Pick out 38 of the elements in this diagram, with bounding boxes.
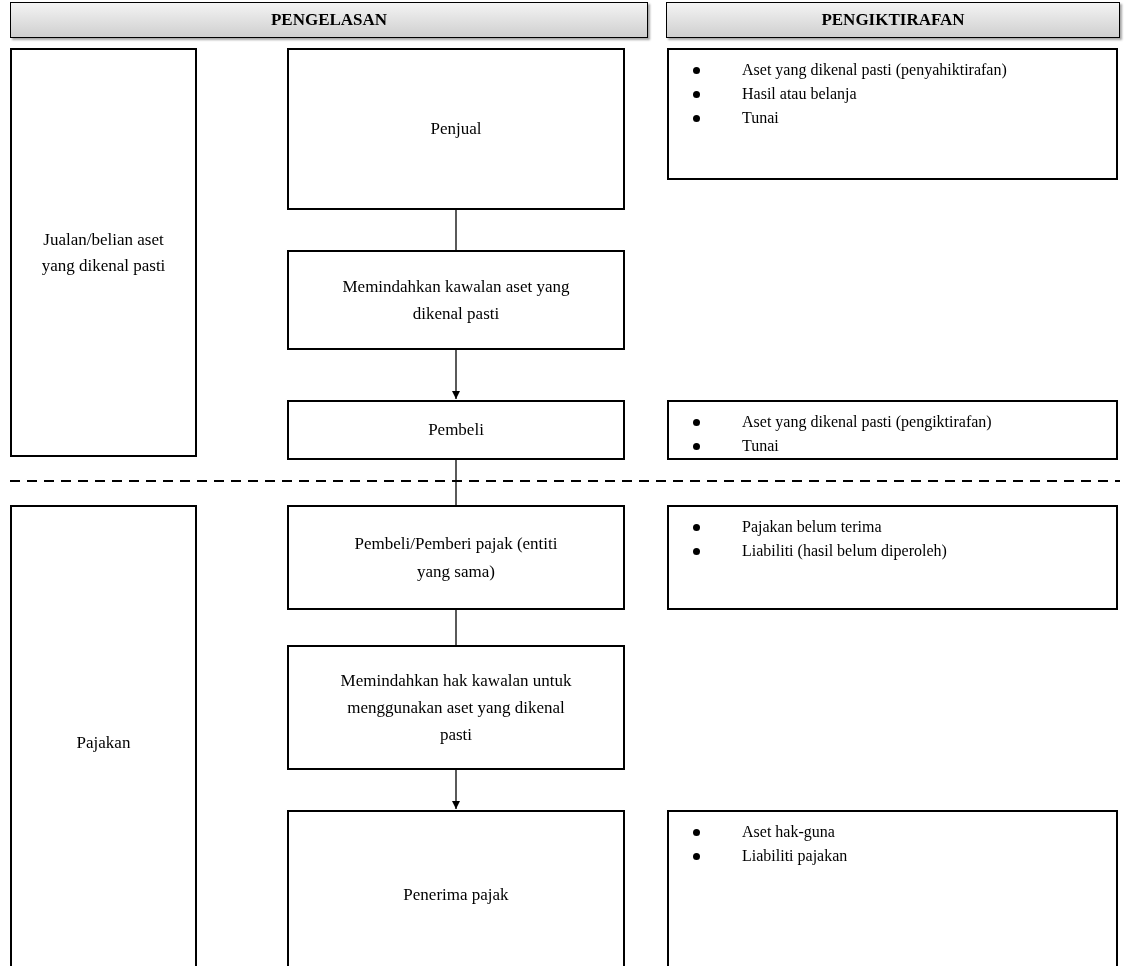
arrow xyxy=(452,769,460,810)
process-box xyxy=(287,505,625,610)
recognition-box xyxy=(667,400,1118,460)
recognition-box xyxy=(667,505,1118,610)
column-header xyxy=(10,2,648,38)
list-item: Pajakan belum terima xyxy=(742,517,882,538)
box-label: Penerima pajak xyxy=(403,884,509,907)
list-item: Liabiliti pajakan xyxy=(742,846,848,867)
category-box xyxy=(10,505,197,966)
list-item: Hasil atau belanja xyxy=(742,84,857,105)
arrow xyxy=(452,349,460,400)
list-item: Aset hak-guna xyxy=(742,822,835,843)
header-title: PENGELASAN xyxy=(270,9,388,32)
process-box xyxy=(287,400,625,460)
column-header xyxy=(666,2,1120,38)
box-label: Memindahkan hak kawalan untuk menggunakan aset yang dikenal pasti xyxy=(339,669,573,747)
header-title: PENGIKTIRAFAN xyxy=(821,9,965,32)
process-box xyxy=(287,250,625,350)
recognition-box xyxy=(667,810,1118,966)
process-box xyxy=(287,645,625,770)
box-label: Pembeli xyxy=(428,419,484,442)
list-item: Tunai xyxy=(742,436,779,456)
list-item: Tunai xyxy=(742,108,779,128)
process-box xyxy=(287,48,625,210)
connector-line xyxy=(455,459,457,506)
category-box xyxy=(10,48,197,457)
box-label: Memindahkan kawalan aset yang dikenal pasti xyxy=(341,275,571,325)
list-item: Liabiliti (hasil belum diperoleh) xyxy=(742,541,947,562)
box-label: Jualan/belian aset yang dikenal pasti xyxy=(40,229,167,277)
box-label: Pajakan xyxy=(76,731,131,754)
recognition-box xyxy=(667,48,1118,180)
list-item: Aset yang dikenal pasti (pengiktirafan) xyxy=(742,412,992,433)
connector-line xyxy=(455,609,457,646)
box-label: Penjual xyxy=(430,118,482,141)
list-item: Aset yang dikenal pasti (penyahiktirafan) xyxy=(742,60,1007,81)
process-box xyxy=(287,810,625,966)
connector-line xyxy=(455,209,457,251)
box-label: Pembeli/Pemberi pajak (entiti yang sama) xyxy=(353,533,559,583)
